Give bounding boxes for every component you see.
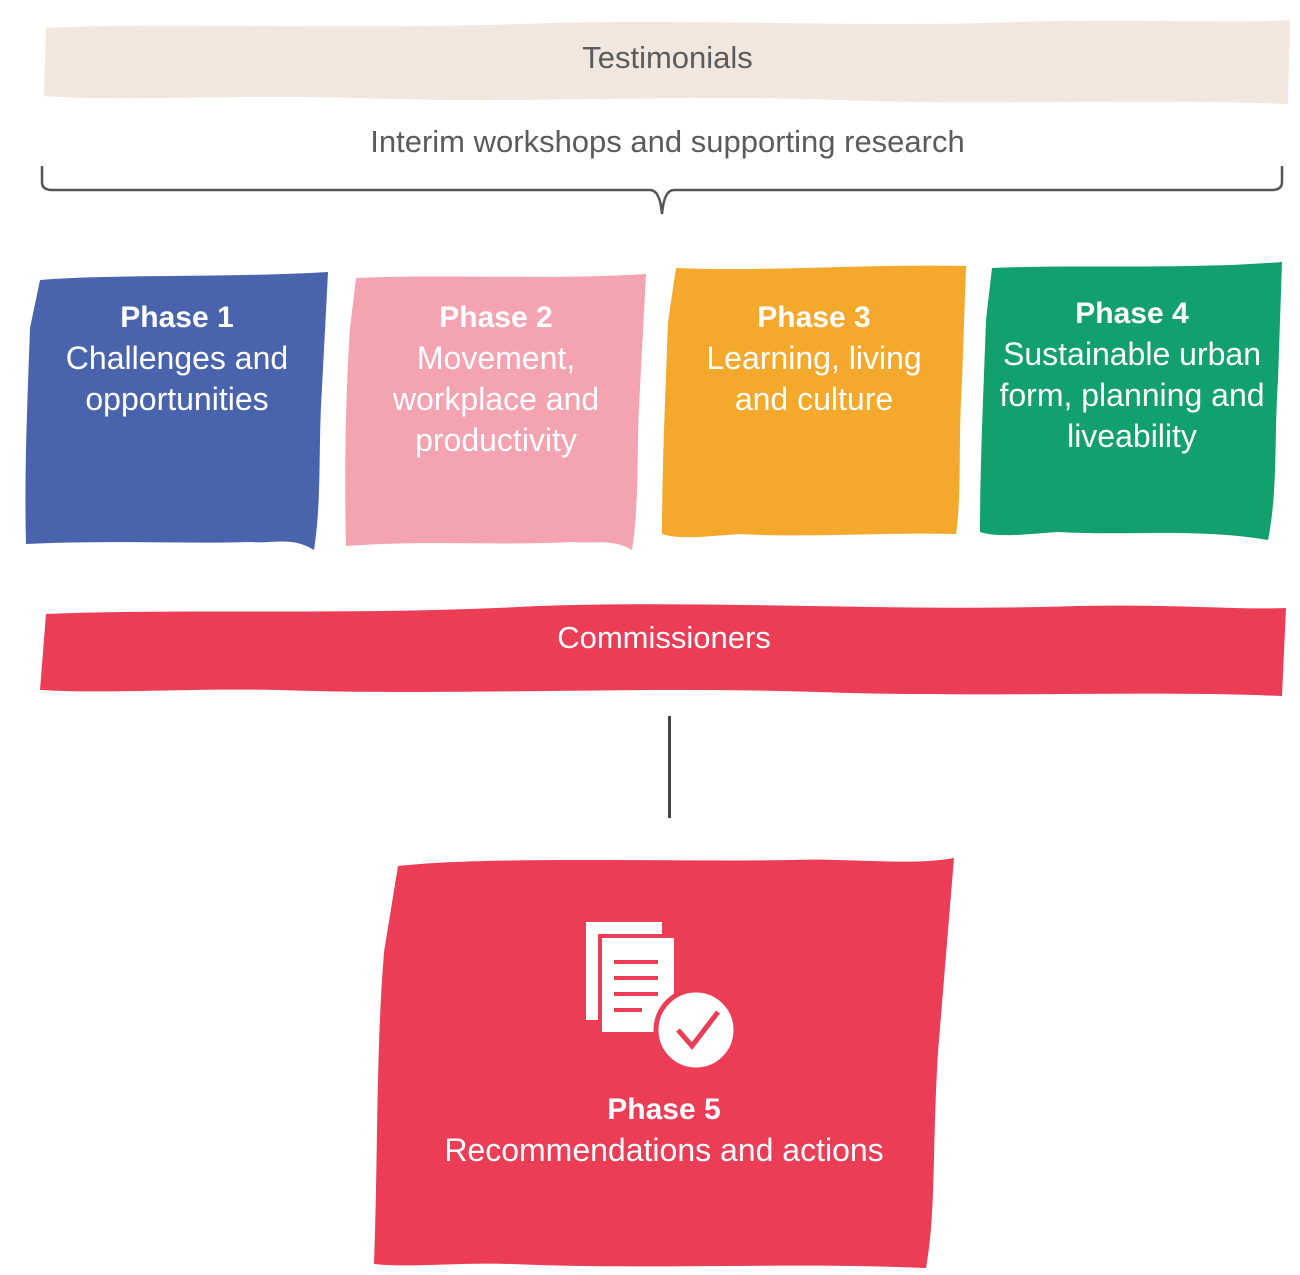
testimonials-banner-shape <box>44 20 1290 104</box>
phase-2-card-shape <box>345 274 646 550</box>
phase-3-card-shape <box>662 265 966 538</box>
phase-3-title: Phase 3 <box>757 301 871 334</box>
phase-5-card-shape <box>374 858 954 1268</box>
phase-2-text: Movement, workplace and productivity <box>392 340 600 458</box>
phase-4-text: Sustainable urban form, planning and liv… <box>999 336 1265 454</box>
workshops-label: Interim workshops and supporting researc… <box>370 124 965 159</box>
phase-4-card: Phase 4 Sustainable urban form, planning… <box>978 260 1286 544</box>
phase-4-title: Phase 4 <box>1075 297 1189 330</box>
phase-1-title: Phase 1 <box>120 301 234 334</box>
phase-1-card-shape <box>25 272 328 550</box>
phase-1-card: Phase 1 Challenges and opportunities <box>22 268 332 554</box>
phase-2-title: Phase 2 <box>439 301 553 334</box>
phase-5-label: Phase 5 Recommendations and actions <box>370 1090 958 1171</box>
commissioners-label: Commissioners <box>557 620 771 655</box>
brace-connector <box>40 166 1284 215</box>
commissioners-banner: Commissioners <box>38 598 1290 702</box>
phase-2-card: Phase 2 Movement, workplace and producti… <box>342 268 650 554</box>
phase-1-label: Phase 1 Challenges and opportunities <box>42 298 312 420</box>
commissioners-banner-shape <box>40 604 1286 696</box>
phase-4-label: Phase 4 Sustainable urban form, planning… <box>998 294 1266 457</box>
phase-3-card: Phase 3 Learning, living and culture <box>660 262 968 542</box>
testimonials-banner: Testimonials <box>40 8 1295 108</box>
phase-5-text: Recommendations and actions <box>444 1132 884 1168</box>
testimonials-label: Testimonials <box>582 40 753 75</box>
phase-5-card: Phase 5 Recommendations and actions <box>370 852 958 1274</box>
vertical-connector <box>668 716 671 818</box>
phase-4-card-shape <box>980 262 1282 540</box>
phase-3-label: Phase 3 Learning, living and culture <box>680 298 948 420</box>
documents-check-icon <box>586 922 739 1073</box>
phase-3-text: Learning, living and culture <box>706 340 922 417</box>
phase-5-title: Phase 5 <box>607 1093 721 1126</box>
phase-2-label: Phase 2 Movement, workplace and producti… <box>362 298 630 461</box>
phase-1-text: Challenges and opportunities <box>65 340 289 417</box>
